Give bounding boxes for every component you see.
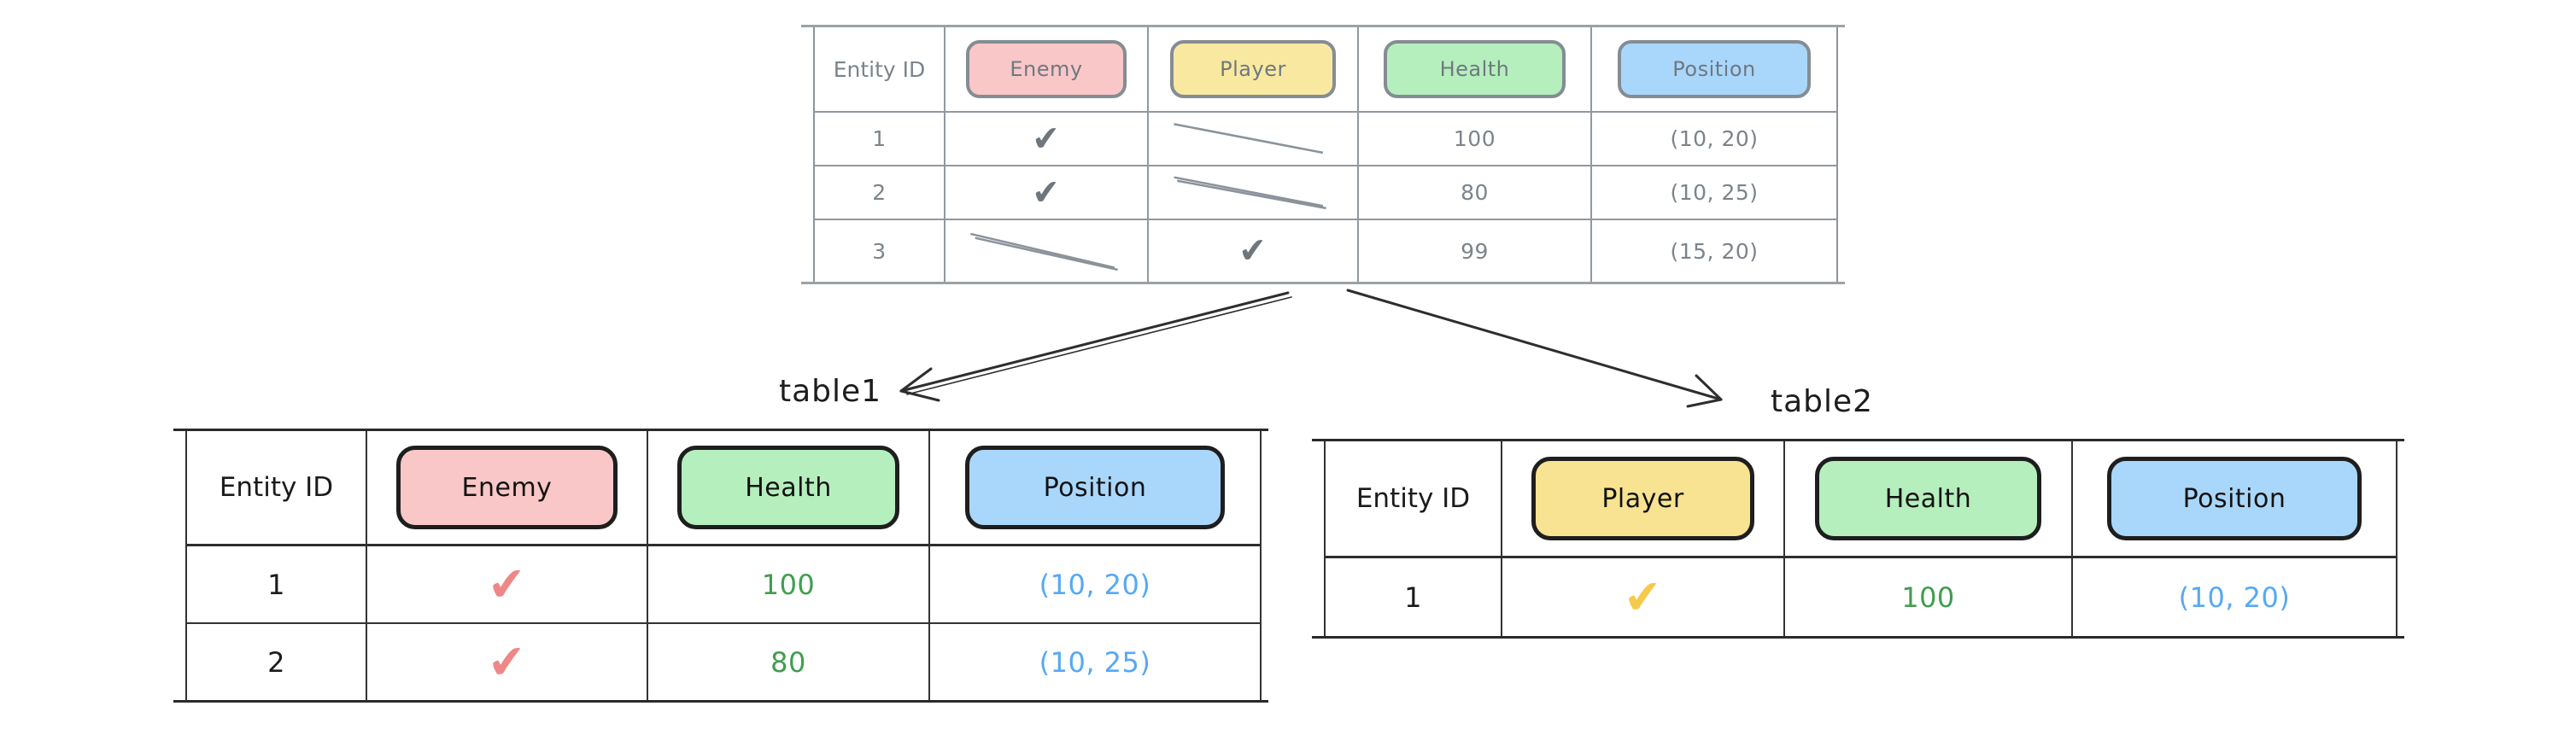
- table2-header-entity-id: Entity ID: [1326, 441, 1502, 558]
- source-header-entity-id: Entity ID: [815, 27, 946, 113]
- enemy-pill: Enemy: [966, 40, 1127, 98]
- source-table: Entity ID Enemy Player Health Position 1…: [801, 25, 1845, 284]
- source-row3-health: 99: [1359, 220, 1592, 282]
- health-pill: Health: [1383, 40, 1566, 98]
- source-row2-health: 80: [1359, 166, 1592, 220]
- table1-header-position: Position: [930, 431, 1260, 546]
- null-slash-icon: [966, 230, 1119, 271]
- source-header-player: Player: [1149, 27, 1359, 113]
- table2: Entity ID Player Health Position 1 ✔ 100…: [1312, 439, 2404, 639]
- table1-row1-id: 1: [187, 546, 367, 624]
- table2-row1-player: ✔: [1502, 558, 1785, 636]
- table1-header-enemy: Enemy: [367, 431, 648, 546]
- arrow-to-table2: [1346, 289, 1723, 408]
- table1-row2-id: 2: [187, 624, 367, 700]
- source-row3-enemy: [946, 220, 1149, 282]
- column-label: Entity ID: [219, 472, 334, 503]
- source-header-enemy: Enemy: [946, 27, 1149, 113]
- source-header-position: Position: [1592, 27, 1836, 113]
- position-pill: Position: [965, 446, 1225, 529]
- table1-header-entity-id: Entity ID: [187, 431, 367, 546]
- source-row3-player: ✔: [1149, 220, 1359, 282]
- source-row3-id: 3: [815, 220, 946, 282]
- checkmark-icon: ✔: [485, 555, 529, 613]
- source-row1-enemy: ✔: [946, 113, 1149, 166]
- health-pill: Health: [1815, 457, 2041, 540]
- table1-label: table1: [779, 374, 882, 409]
- null-slash-icon: [1169, 121, 1327, 155]
- source-row1-player: [1149, 113, 1359, 166]
- source-row1-health: 100: [1359, 113, 1592, 166]
- table2-row1-health: 100: [1785, 558, 2073, 636]
- checkmark-icon: ✔: [485, 633, 529, 691]
- checkmark-icon: ✔: [1237, 230, 1269, 272]
- table2-header-player: Player: [1502, 441, 1785, 558]
- source-row1-id: 1: [815, 113, 946, 166]
- source-header-health: Health: [1359, 27, 1592, 113]
- table1-header-health: Health: [648, 431, 930, 546]
- player-pill: Player: [1531, 457, 1754, 540]
- table1-row2-position: (10, 25): [1039, 645, 1151, 679]
- table1: Entity ID Enemy Health Position 1 ✔ 100 …: [173, 429, 1268, 703]
- checkmark-icon: ✔: [1621, 568, 1665, 626]
- source-row1-position: (10, 20): [1592, 113, 1836, 166]
- source-row2-enemy: ✔: [946, 166, 1149, 220]
- position-pill: Position: [1618, 40, 1811, 98]
- source-row3-position: (15, 20): [1670, 238, 1759, 264]
- table2-header-position: Position: [2073, 441, 2396, 558]
- table1-row1-position: (10, 20): [930, 546, 1260, 624]
- source-row2-id: 2: [815, 166, 946, 220]
- table1-row2-enemy: ✔: [367, 624, 648, 700]
- table2-row1-id: 1: [1326, 558, 1502, 636]
- column-label: Entity ID: [1355, 483, 1471, 514]
- table2-label: table2: [1771, 384, 1874, 419]
- table2-header-health: Health: [1785, 441, 2073, 558]
- health-pill: Health: [677, 446, 899, 529]
- source-row2-player: [1149, 166, 1359, 220]
- enemy-pill: Enemy: [396, 446, 618, 529]
- arrow-to-table1: [899, 291, 1292, 402]
- table1-row1-enemy: ✔: [367, 546, 648, 624]
- checkmark-icon: ✔: [1030, 172, 1063, 213]
- column-label: Entity ID: [833, 56, 926, 82]
- checkmark-icon: ✔: [1030, 118, 1063, 160]
- null-slash-icon: [1169, 175, 1327, 209]
- source-row2-position: (10, 25): [1592, 166, 1836, 220]
- table1-row1-health: 100: [648, 546, 930, 624]
- table1-row2-health: 80: [648, 624, 930, 700]
- position-pill: Position: [2107, 457, 2362, 540]
- player-pill: Player: [1170, 40, 1336, 98]
- table2-row1-position: (10, 20): [2178, 581, 2291, 614]
